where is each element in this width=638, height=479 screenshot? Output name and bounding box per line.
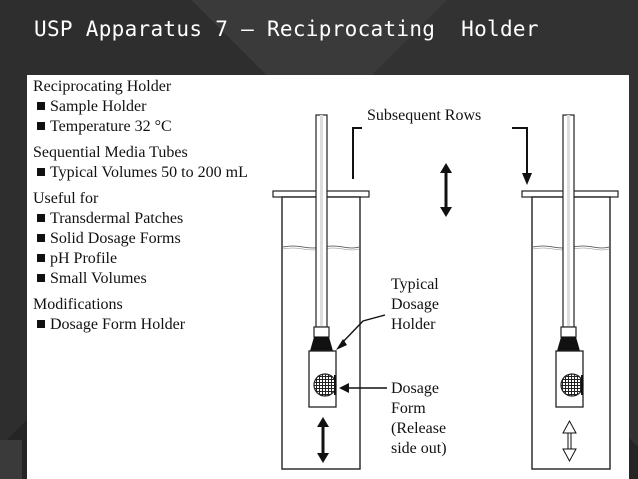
form-leader-line	[339, 383, 387, 393]
holder-label-line: Holder	[391, 316, 436, 333]
right-reciprocating-holder	[555, 114, 584, 408]
bullet-item: Small Volumes	[33, 269, 323, 289]
outline-section: Reciprocating Holder Sample Holder Tempe…	[33, 77, 323, 137]
form-label-line: side out)	[391, 440, 447, 457]
bullet-item: Temperature 32 °C	[33, 117, 323, 137]
holder-label-line: Dosage	[391, 296, 439, 313]
left-reciprocating-holder	[308, 114, 337, 408]
slide-title: USP Apparatus 7 – Reciprocating Holder	[34, 17, 539, 41]
dosage-form-mesh	[560, 373, 584, 397]
holder-leader-line	[336, 314, 386, 350]
holder-label: Typical Dosage Holder	[391, 275, 439, 335]
section-heading: Sequential Media Tubes	[33, 144, 188, 161]
dosage-form-mesh	[313, 373, 337, 397]
bullet-item: Transdermal Patches	[33, 209, 323, 229]
section-heading: Useful for	[33, 190, 99, 207]
slide-corner-accent	[0, 440, 22, 479]
bullet-item: Sample Holder	[33, 97, 323, 117]
outline-list: Reciprocating Holder Sample Holder Tempe…	[33, 77, 323, 335]
content-panel: Reciprocating Holder Sample Holder Tempe…	[27, 75, 629, 479]
bullet-item: Solid Dosage Forms	[33, 229, 323, 249]
bullet-item: pH Profile	[33, 249, 323, 269]
form-label-line: Dosage	[391, 380, 439, 397]
bullet-item: Dosage Form Holder	[33, 315, 323, 335]
holder-label-line: Typical	[391, 276, 439, 293]
left-stroke-arrow	[317, 417, 329, 463]
form-label-line: Form	[391, 400, 426, 417]
form-label: Dosage Form (Release side out)	[391, 379, 447, 459]
middle-stroke-arrow	[440, 163, 452, 217]
form-label-line: (Release	[391, 420, 447, 437]
subsequent-rows-connector	[352, 127, 532, 185]
section-heading: Reciprocating Holder	[33, 78, 172, 95]
outline-section: Useful for Transdermal Patches Solid Dos…	[33, 189, 323, 289]
outline-section: Sequential Media Tubes Typical Volumes 5…	[33, 143, 323, 183]
subsequent-rows-label: Subsequent Rows	[367, 107, 482, 124]
section-heading: Modifications	[33, 296, 123, 313]
apparatus-diagram	[272, 114, 619, 470]
bullet-item: Typical Volumes 50 to 200 mL	[33, 163, 323, 183]
outline-section: Modifications Dosage Form Holder	[33, 295, 323, 335]
right-stroke-arrow	[562, 419, 577, 463]
